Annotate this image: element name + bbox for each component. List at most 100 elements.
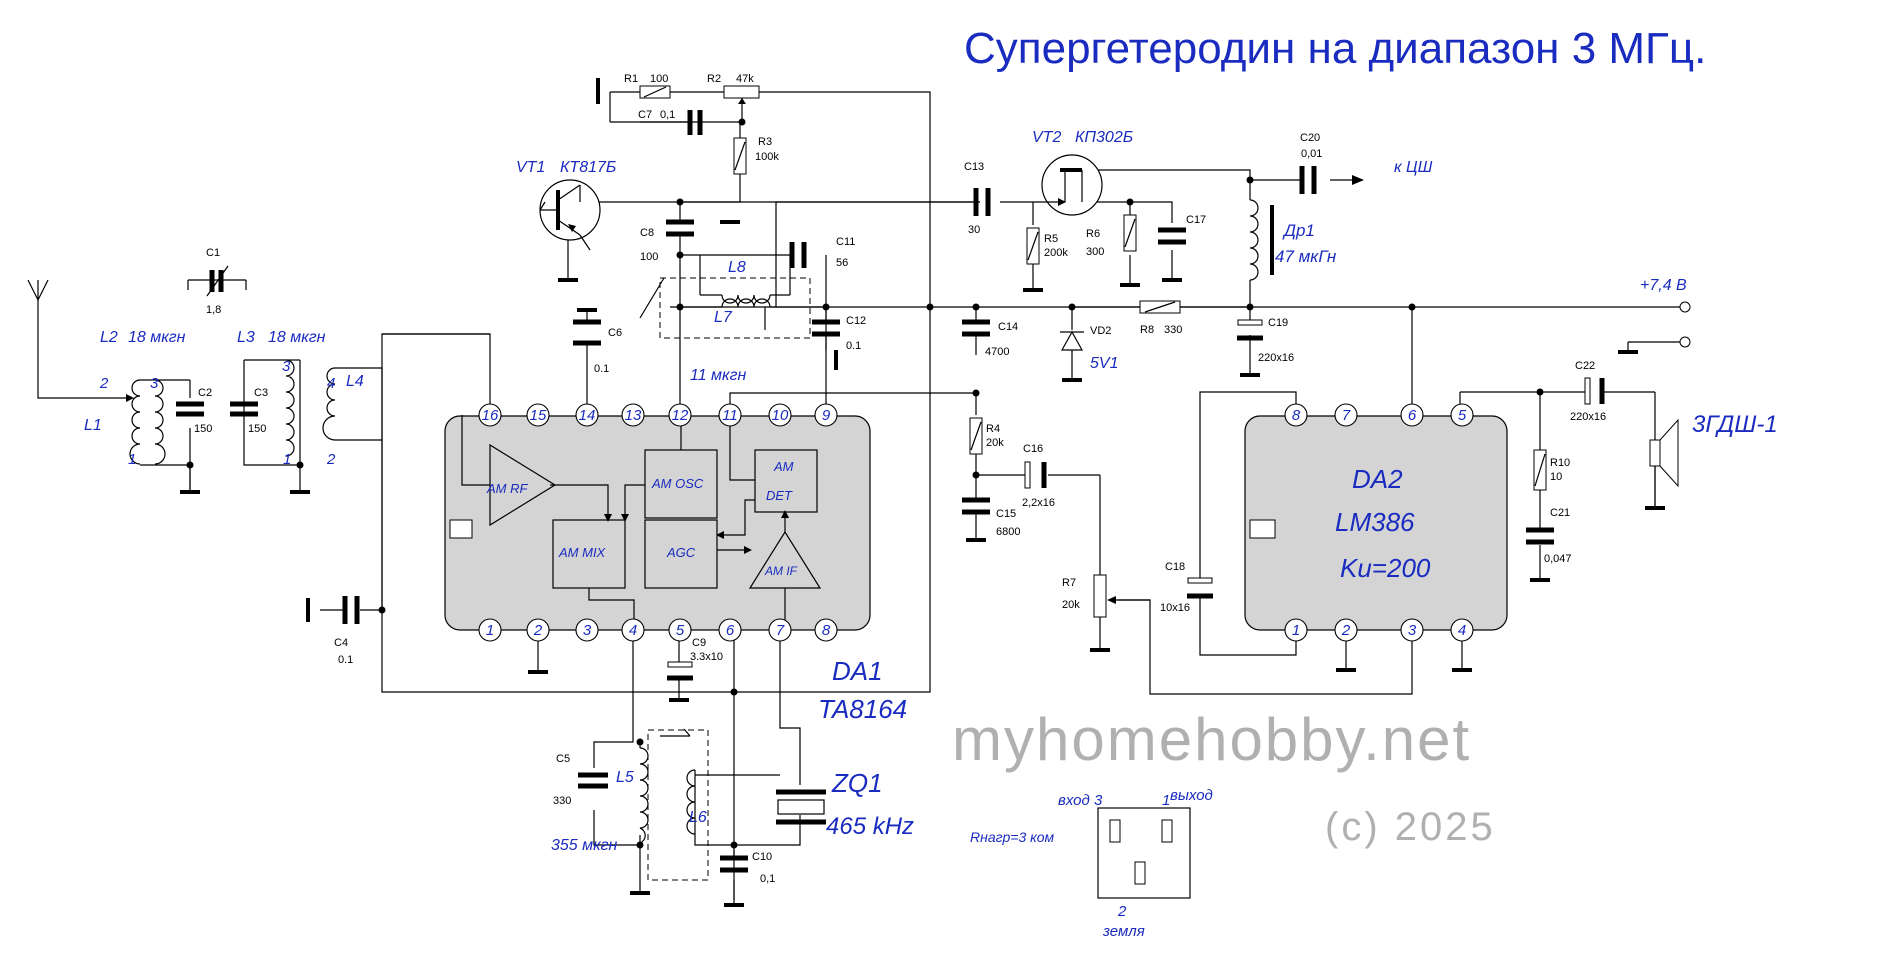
c20-ref: C20	[1300, 132, 1320, 144]
l2-pin-2: 2	[99, 375, 109, 392]
r7-value: 20k	[1062, 599, 1080, 611]
da1-pin-16: 16	[482, 407, 499, 424]
inductors	[78, 199, 1274, 881]
capacitor-c3: C3 150	[230, 387, 268, 435]
l5-value: 355 мкгн	[551, 837, 618, 854]
da1-pin-circle-5	[668, 618, 692, 642]
copyright-text: (c) 2025	[1325, 805, 1496, 849]
da2-notch	[1249, 519, 1276, 539]
c22-value: 220x16	[1570, 411, 1606, 423]
speaker-ref: 3ГДШ-1	[1692, 411, 1778, 438]
l4-pin-4: 4	[327, 375, 335, 392]
c12-ref: C12	[846, 315, 866, 327]
da2-pin-4: 4	[1458, 622, 1466, 639]
r3-value: 100k	[755, 151, 779, 163]
da1-pin-12: 12	[672, 407, 689, 424]
c15-ref: C15	[996, 508, 1016, 520]
c5-ref: C5	[556, 753, 570, 765]
c14-value: 4700	[985, 346, 1009, 358]
choke-ref: Др1	[1282, 221, 1315, 240]
ground-symbols	[180, 78, 1550, 907]
pinout-gnd-label: земля	[1102, 923, 1145, 940]
da1-pin-10: 10	[772, 407, 789, 424]
r6-ref: R6	[1086, 228, 1100, 240]
c6-value: 0.1	[594, 363, 609, 375]
capacitor-c17: C17	[1158, 214, 1206, 245]
da1-pin-circle-16	[478, 403, 502, 427]
c8-ref: C8	[640, 227, 654, 239]
agc-label: AGC	[666, 545, 696, 560]
l2-pin-3: 3	[150, 375, 159, 392]
c19-ref: C19	[1268, 317, 1288, 329]
l3-label: L3	[237, 329, 255, 346]
capacitor-c2: C2 150	[176, 387, 212, 435]
da2-pin-circle-7	[1334, 403, 1358, 427]
l8-label: L8	[728, 259, 746, 276]
resistor-r7: R7 20k	[1062, 574, 1150, 618]
capacitor-c10: C10 0,1	[720, 851, 775, 885]
am-mix-label: AM MIX	[558, 545, 607, 560]
resistor-r8: R8 330	[1139, 300, 1182, 336]
r8-ref: R8	[1140, 324, 1154, 336]
pinout-gnd-num: 2	[1117, 903, 1127, 920]
r1-value: 100	[650, 73, 668, 85]
r4-ref: R4	[986, 423, 1000, 435]
da1-pin-6: 6	[726, 622, 735, 639]
vd2-ref: VD2	[1090, 325, 1111, 337]
da2-pin-8: 8	[1292, 407, 1301, 424]
am-if-label: AM IF	[764, 564, 798, 578]
capacitor-c7: C7 0,1	[638, 109, 703, 135]
c14-ref: C14	[998, 321, 1018, 333]
l3-pin-3: 3	[282, 358, 291, 375]
c4-value: 0.1	[338, 654, 353, 666]
c8-value: 100	[640, 251, 658, 263]
c3-value: 150	[248, 423, 266, 435]
c9-value: 3.3x10	[690, 651, 723, 663]
da1-pin-circle-9	[814, 403, 838, 427]
capacitor-c1: C1 1,8	[187, 247, 247, 316]
da2-pin-2: 2	[1341, 622, 1351, 639]
diagram-title: Супергетеродин на диапазон 3 МГц.	[964, 24, 1706, 73]
supply-label: +7,4 В	[1640, 277, 1687, 294]
da2-pin-circle-6	[1400, 403, 1424, 427]
da1-pin-1: 1	[486, 622, 494, 639]
supply-terminal: +7,4 В	[1618, 277, 1691, 354]
c22-ref: C22	[1575, 360, 1595, 372]
capacitor-c15: C15 6800	[962, 497, 1020, 540]
da1-notch	[449, 519, 473, 539]
l5-label: L5	[616, 769, 634, 786]
am-osc-block	[644, 449, 718, 519]
r2-value: 47k	[736, 73, 754, 85]
resistor-r4: R4 20k	[969, 417, 1004, 455]
c5-value: 330	[553, 795, 571, 807]
da2-pin-7: 7	[1342, 407, 1351, 424]
da2-pin-circle-1	[1284, 618, 1308, 642]
vt1-part: КТ817Б	[560, 159, 616, 176]
capacitor-c9: C9 3.3x10	[667, 637, 723, 681]
vt2-part: КП302Б	[1075, 129, 1133, 146]
zq1-value: 465 kHz	[826, 813, 914, 840]
zq1-ref: ZQ1	[831, 768, 883, 798]
da1-name: DA1	[832, 656, 883, 686]
r8-value: 330	[1164, 324, 1182, 336]
c7-value: 0,1	[660, 109, 675, 121]
r3-ref: R3	[758, 136, 772, 148]
da2-gain: Ku=200	[1340, 553, 1431, 583]
am-det-label-bottom: DET	[766, 488, 793, 503]
da1-pin-15: 15	[530, 407, 547, 424]
c1-value: 1,8	[206, 304, 221, 316]
pinout-load: Rнагр=3 ком	[970, 829, 1055, 845]
capacitor-c18: C18 10x16	[1160, 561, 1213, 614]
capacitor-c16: C16 2,2x16	[1022, 443, 1055, 509]
da2-pin-circle-3	[1400, 618, 1424, 642]
am-det-label-top: AM	[773, 459, 794, 474]
da1-pin-circle-4	[621, 618, 645, 642]
da2-pin-3: 3	[1408, 622, 1417, 639]
r5-ref: R5	[1044, 233, 1058, 245]
l4-label: L4	[346, 373, 364, 390]
c11-ref: C11	[836, 236, 855, 248]
junction-dots	[186, 118, 1544, 849]
crystal-zq1: ZQ1 465 kHz	[776, 768, 914, 840]
pinout-in-label: вход 3	[1058, 792, 1103, 809]
